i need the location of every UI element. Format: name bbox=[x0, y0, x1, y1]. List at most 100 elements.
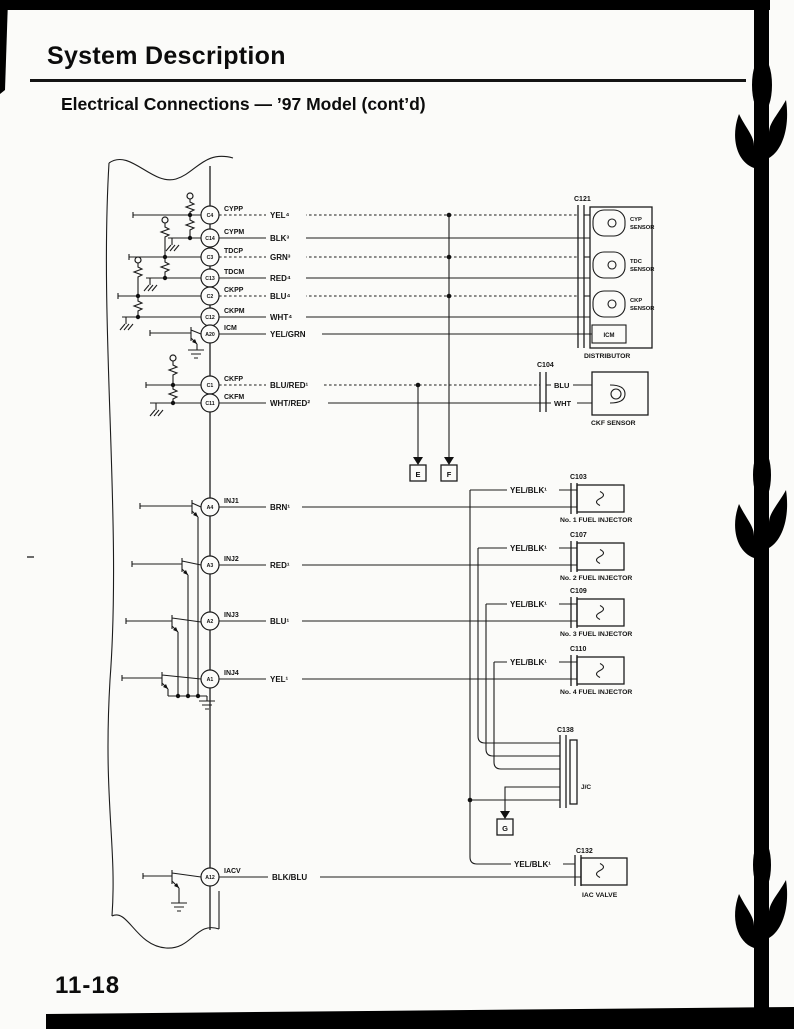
wire-label: YEL¹ bbox=[270, 675, 289, 684]
ecm-pin-c11: C11 CKFM WHT/RED² bbox=[200, 393, 328, 413]
wire-label: RED⁴ bbox=[270, 274, 291, 283]
wire-label: WHT⁴ bbox=[270, 313, 292, 322]
pin-id: C11 bbox=[205, 401, 214, 407]
pin-name: CKFM bbox=[224, 394, 244, 401]
cyp-sensor-label: CYP bbox=[630, 217, 642, 223]
pin-id: C1 bbox=[207, 383, 214, 389]
pin-id: C12 bbox=[205, 315, 215, 321]
page-number: 11-18 bbox=[55, 972, 121, 999]
pin-name: CYPP bbox=[224, 206, 243, 213]
ecm-pin-a2: A2 INJ3 BLU¹ bbox=[200, 611, 302, 631]
pin-id: A2 bbox=[207, 619, 214, 625]
ecm-pin-a12: A12 IACV BLK/BLU bbox=[200, 867, 320, 887]
wire-label: YEL⁴ bbox=[270, 211, 290, 220]
wire-label: WHT/RED² bbox=[270, 399, 310, 408]
svg-text:SENSOR: SENSOR bbox=[630, 267, 655, 273]
ckp-sensor-label: CKP bbox=[630, 298, 642, 304]
pin-name: INJ4 bbox=[224, 670, 239, 677]
distributor: C121 CYP SENSOR TDC SENSOR CKP SENSOR IC… bbox=[574, 196, 655, 360]
ecm-pin-a20: A20 ICM YEL/GRN bbox=[200, 324, 322, 344]
pin-name: INJ3 bbox=[224, 612, 239, 619]
connector-label: C132 bbox=[576, 848, 593, 855]
pin-name: INJ2 bbox=[224, 556, 239, 563]
pin-id: A12 bbox=[205, 875, 215, 881]
pin-name: INJ1 bbox=[224, 498, 239, 505]
pin-id: A1 bbox=[207, 677, 214, 683]
pin-id: C2 bbox=[207, 294, 214, 300]
feed-wire-label: YEL/BLK¹ bbox=[510, 658, 547, 667]
section-subtitle: Electrical Connections — ’97 Model (cont… bbox=[61, 94, 426, 114]
pin-id: C13 bbox=[205, 276, 215, 282]
ecm-pin-c1: C1 CKFP BLU/RED¹ bbox=[200, 375, 324, 395]
pin-name: CYPM bbox=[224, 229, 244, 236]
ref-e: E bbox=[415, 470, 420, 479]
connector-label: C109 bbox=[570, 588, 587, 595]
pin-id: A20 bbox=[205, 332, 215, 338]
injector-label: No. 2 FUEL INJECTOR bbox=[560, 575, 632, 582]
ref-f: F bbox=[447, 470, 452, 479]
connector-label: C103 bbox=[570, 474, 587, 481]
junction-connector: C138 J/C bbox=[557, 727, 591, 808]
injector-label: No. 4 FUEL INJECTOR bbox=[560, 689, 632, 696]
connector-label: C110 bbox=[570, 646, 586, 653]
pin-id: A3 bbox=[207, 563, 214, 569]
ecm-pin-a3: A3 INJ2 RED¹ bbox=[200, 555, 302, 575]
ecm-pin-c14: C14 CYPM BLK³ bbox=[200, 228, 306, 248]
iac-valve-label: IAC VALVE bbox=[582, 892, 618, 899]
ckf-sensor: C104 BLU WHT CKF SENSOR bbox=[537, 362, 649, 427]
page-title: System Description bbox=[47, 42, 286, 70]
jc-label: J/C bbox=[581, 784, 591, 791]
icm-label: ICM bbox=[604, 333, 615, 339]
fuel-injector-1: C103 YEL/BLK¹ No. 1 FUEL INJECTOR bbox=[507, 474, 632, 524]
fuel-injector-3: C109 YEL/BLK¹ No. 3 FUEL INJECTOR bbox=[507, 588, 632, 638]
connector-label: C138 bbox=[557, 727, 574, 734]
ref-box-g: G bbox=[496, 811, 514, 836]
torn-page-edge bbox=[105, 155, 234, 949]
pullup-resistor-chains bbox=[117, 192, 201, 417]
svg-text:SENSOR: SENSOR bbox=[630, 306, 655, 312]
pin-id: C3 bbox=[207, 255, 214, 261]
iac-valve: C132 YEL/BLK¹ IAC VALVE bbox=[511, 848, 628, 899]
ecm-pin-c2: C2 CKPP BLU⁴ bbox=[200, 286, 306, 306]
feed-wire-label: YEL/BLK¹ bbox=[510, 600, 547, 609]
connector-label: C107 bbox=[570, 532, 587, 539]
fuel-injector-2: C107 YEL/BLK¹ No. 2 FUEL INJECTOR bbox=[507, 532, 632, 582]
pin-name: TDCM bbox=[224, 269, 244, 276]
ecm-pin-c4: C4 CYPP YEL⁴ bbox=[200, 205, 306, 225]
wire-label: RED¹ bbox=[270, 561, 290, 570]
driver-transistors bbox=[121, 327, 215, 912]
wire-label: BLU⁴ bbox=[270, 292, 290, 301]
pin-name: ICM bbox=[224, 325, 237, 332]
title-underline bbox=[30, 79, 746, 82]
pin-id: C14 bbox=[205, 236, 215, 242]
tdc-sensor-label: TDC bbox=[630, 259, 643, 265]
wire-label: BLK³ bbox=[270, 234, 289, 243]
wire-blu-label: BLU bbox=[554, 381, 569, 390]
ckf-sensor-label: CKF SENSOR bbox=[591, 420, 636, 427]
fuel-injector-4: C110 YEL/BLK¹ No. 4 FUEL INJECTOR bbox=[507, 646, 632, 696]
feed-wire-label: YEL/BLK¹ bbox=[510, 544, 547, 553]
feed-wire-label: YEL/BLK¹ bbox=[514, 860, 551, 869]
injector-label: No. 1 FUEL INJECTOR bbox=[560, 517, 632, 524]
wire-label: BLK/BLU bbox=[272, 873, 307, 882]
ecm-pin-a4: A4 INJ1 BRN¹ bbox=[200, 497, 302, 517]
pin-id: A4 bbox=[207, 505, 214, 511]
connector-label: C104 bbox=[537, 362, 554, 369]
pin-name: CKPM bbox=[224, 308, 245, 315]
ecm-pin-c13: C13 TDCM RED⁴ bbox=[200, 268, 306, 288]
wire-wht-label: WHT bbox=[554, 399, 571, 408]
wire-label: BLU/RED¹ bbox=[270, 381, 309, 390]
ref-boxes: E F bbox=[409, 457, 458, 482]
svg-text:SENSOR: SENSOR bbox=[630, 225, 655, 231]
connector-label: C121 bbox=[574, 196, 591, 203]
pin-name: IACV bbox=[224, 868, 241, 875]
wire-label: BRN¹ bbox=[270, 503, 290, 512]
pin-name: TDCP bbox=[224, 248, 243, 255]
pin-name: CKPP bbox=[224, 287, 244, 294]
ecm-pin-a1: A1 INJ4 YEL¹ bbox=[200, 669, 302, 689]
distributor-label: DISTRIBUTOR bbox=[584, 353, 630, 360]
ref-g: G bbox=[502, 824, 508, 833]
